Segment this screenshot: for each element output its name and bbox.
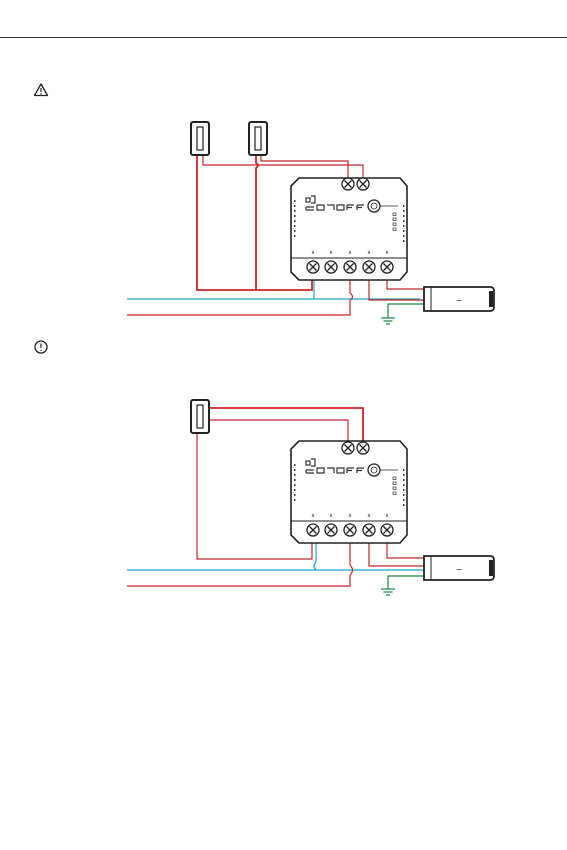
switch-1 [191,400,209,433]
ground-wire [388,304,428,318]
warning-triangle-icon [35,84,48,96]
wire-switch-top-2 [209,420,348,441]
wire-switch-top-1 [209,408,363,441]
live-line [127,300,350,315]
pair-button [368,200,380,212]
load-symbol: ~ [456,296,462,307]
relay-module [291,441,407,543]
switch-1 [191,122,209,155]
load-lamp: ~ [424,556,494,580]
ground-symbol [381,589,395,595]
load-symbol: ~ [456,565,462,576]
relay-module [291,178,407,280]
wire-switch1-top [203,155,363,178]
wiring-diagram-two-switches: ~ [127,122,494,324]
load-lamp: ~ [424,287,494,311]
wire-switch2-bottom [256,155,258,290]
pair-button [368,464,380,476]
ground-wire [388,576,428,589]
ground-symbol [381,318,395,324]
exclamation-circle-icon [35,341,47,353]
switch-2 [249,122,267,155]
wire-switch2-top [261,155,348,178]
wiring-diagram-one-switch: ~ [127,400,494,595]
live-line [127,575,350,586]
